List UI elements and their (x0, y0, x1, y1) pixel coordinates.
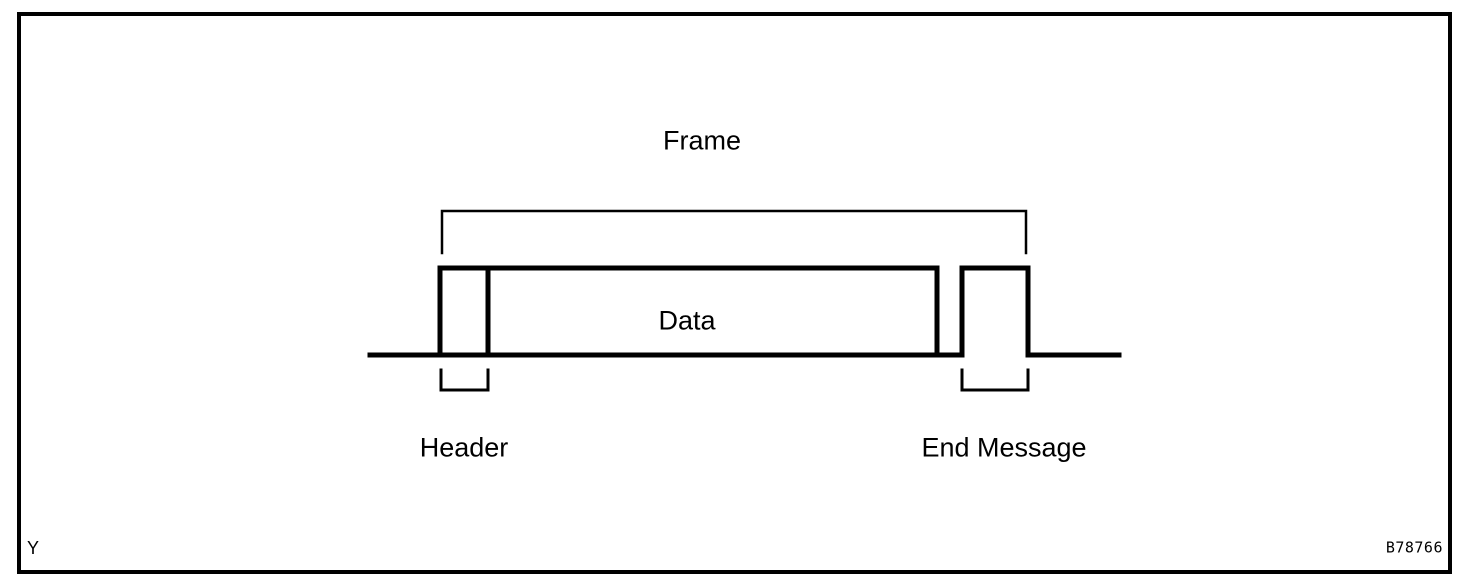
end-message-label: End Message (921, 432, 1087, 463)
figure-code: B78766 (1385, 538, 1443, 557)
header-label: Header (419, 432, 509, 463)
corner-mark: Y (27, 538, 40, 558)
data-label: Data (658, 305, 716, 336)
data-block (485, 265, 940, 358)
frame-label: Frame (662, 125, 742, 156)
end-message-pulse (959, 265, 1031, 358)
figure-border (17, 12, 1452, 574)
header-pulse (437, 265, 491, 358)
header-bracket (439, 368, 490, 392)
end-message-bracket (960, 368, 1030, 392)
frame-bracket (440, 209, 1028, 255)
